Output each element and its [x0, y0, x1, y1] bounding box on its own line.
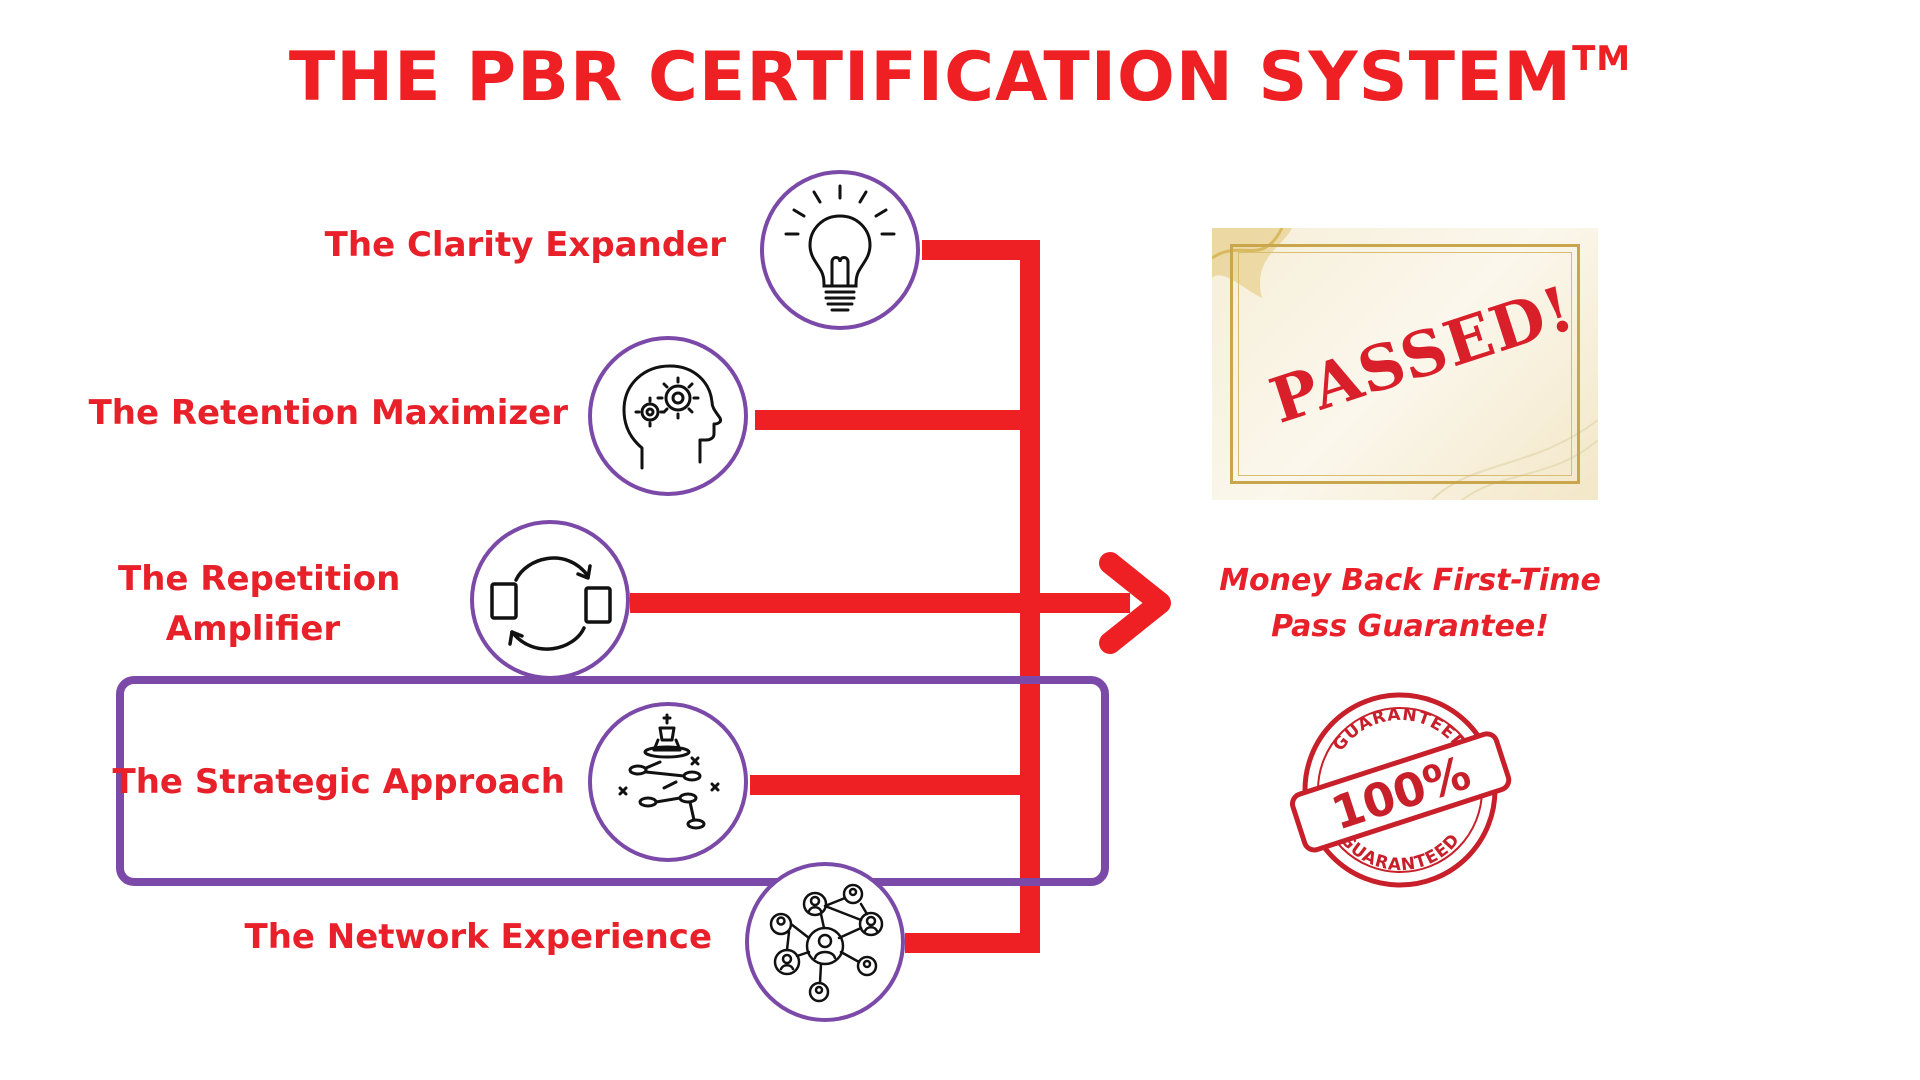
- label-repetition-line1: The Repetition: [118, 559, 401, 599]
- clarity-icon-circle: [760, 170, 920, 330]
- red-connector-lines: [630, 240, 1130, 953]
- cycle-arrows-icon: [490, 556, 612, 651]
- arrow-head: [1099, 552, 1171, 654]
- label-repetition-line2: Amplifier: [165, 609, 341, 649]
- lightbulb-icon: [784, 184, 896, 312]
- title-text: THE PBR CERTIFICATION SYSTEM: [288, 38, 1573, 117]
- chess-strategy-icon: [618, 713, 720, 830]
- page-title: THE PBR CERTIFICATION SYSTEMTM: [0, 38, 1920, 117]
- label-strategic-approach: The Strategic Approach: [112, 762, 565, 802]
- connector-trunk: [922, 240, 1040, 953]
- label-network-experience: The Network Experience: [244, 917, 713, 957]
- brain-gears-icon: [622, 364, 722, 470]
- trademark-mark: TM: [1572, 39, 1632, 80]
- certificate-frame: [1230, 244, 1580, 484]
- label-retention-maximizer: The Retention Maximizer: [88, 393, 568, 433]
- repetition-icon-circle: [470, 520, 630, 680]
- certificate-image: PASSED!: [1212, 228, 1598, 500]
- label-clarity-expander: The Clarity Expander: [324, 225, 726, 265]
- network-icon-circle: [745, 862, 905, 1022]
- highlight-box: [116, 676, 1109, 886]
- strategic-icon-circle: [588, 702, 748, 862]
- network-people-icon: [769, 883, 884, 1003]
- label-repetition-amplifier: The Repetition Amplifier: [118, 554, 401, 654]
- guarantee-line2: Pass Guarantee!: [1271, 609, 1549, 644]
- guarantee-line1: Money Back First-Time: [1219, 563, 1601, 598]
- guarantee-seal: GUARANTEED GUARANTEED 100%: [1289, 692, 1512, 888]
- retention-icon-circle: [588, 336, 748, 496]
- certificate-inner-frame: [1238, 252, 1572, 476]
- guarantee-text: Money Back First-Time Pass Guarantee!: [1180, 558, 1640, 650]
